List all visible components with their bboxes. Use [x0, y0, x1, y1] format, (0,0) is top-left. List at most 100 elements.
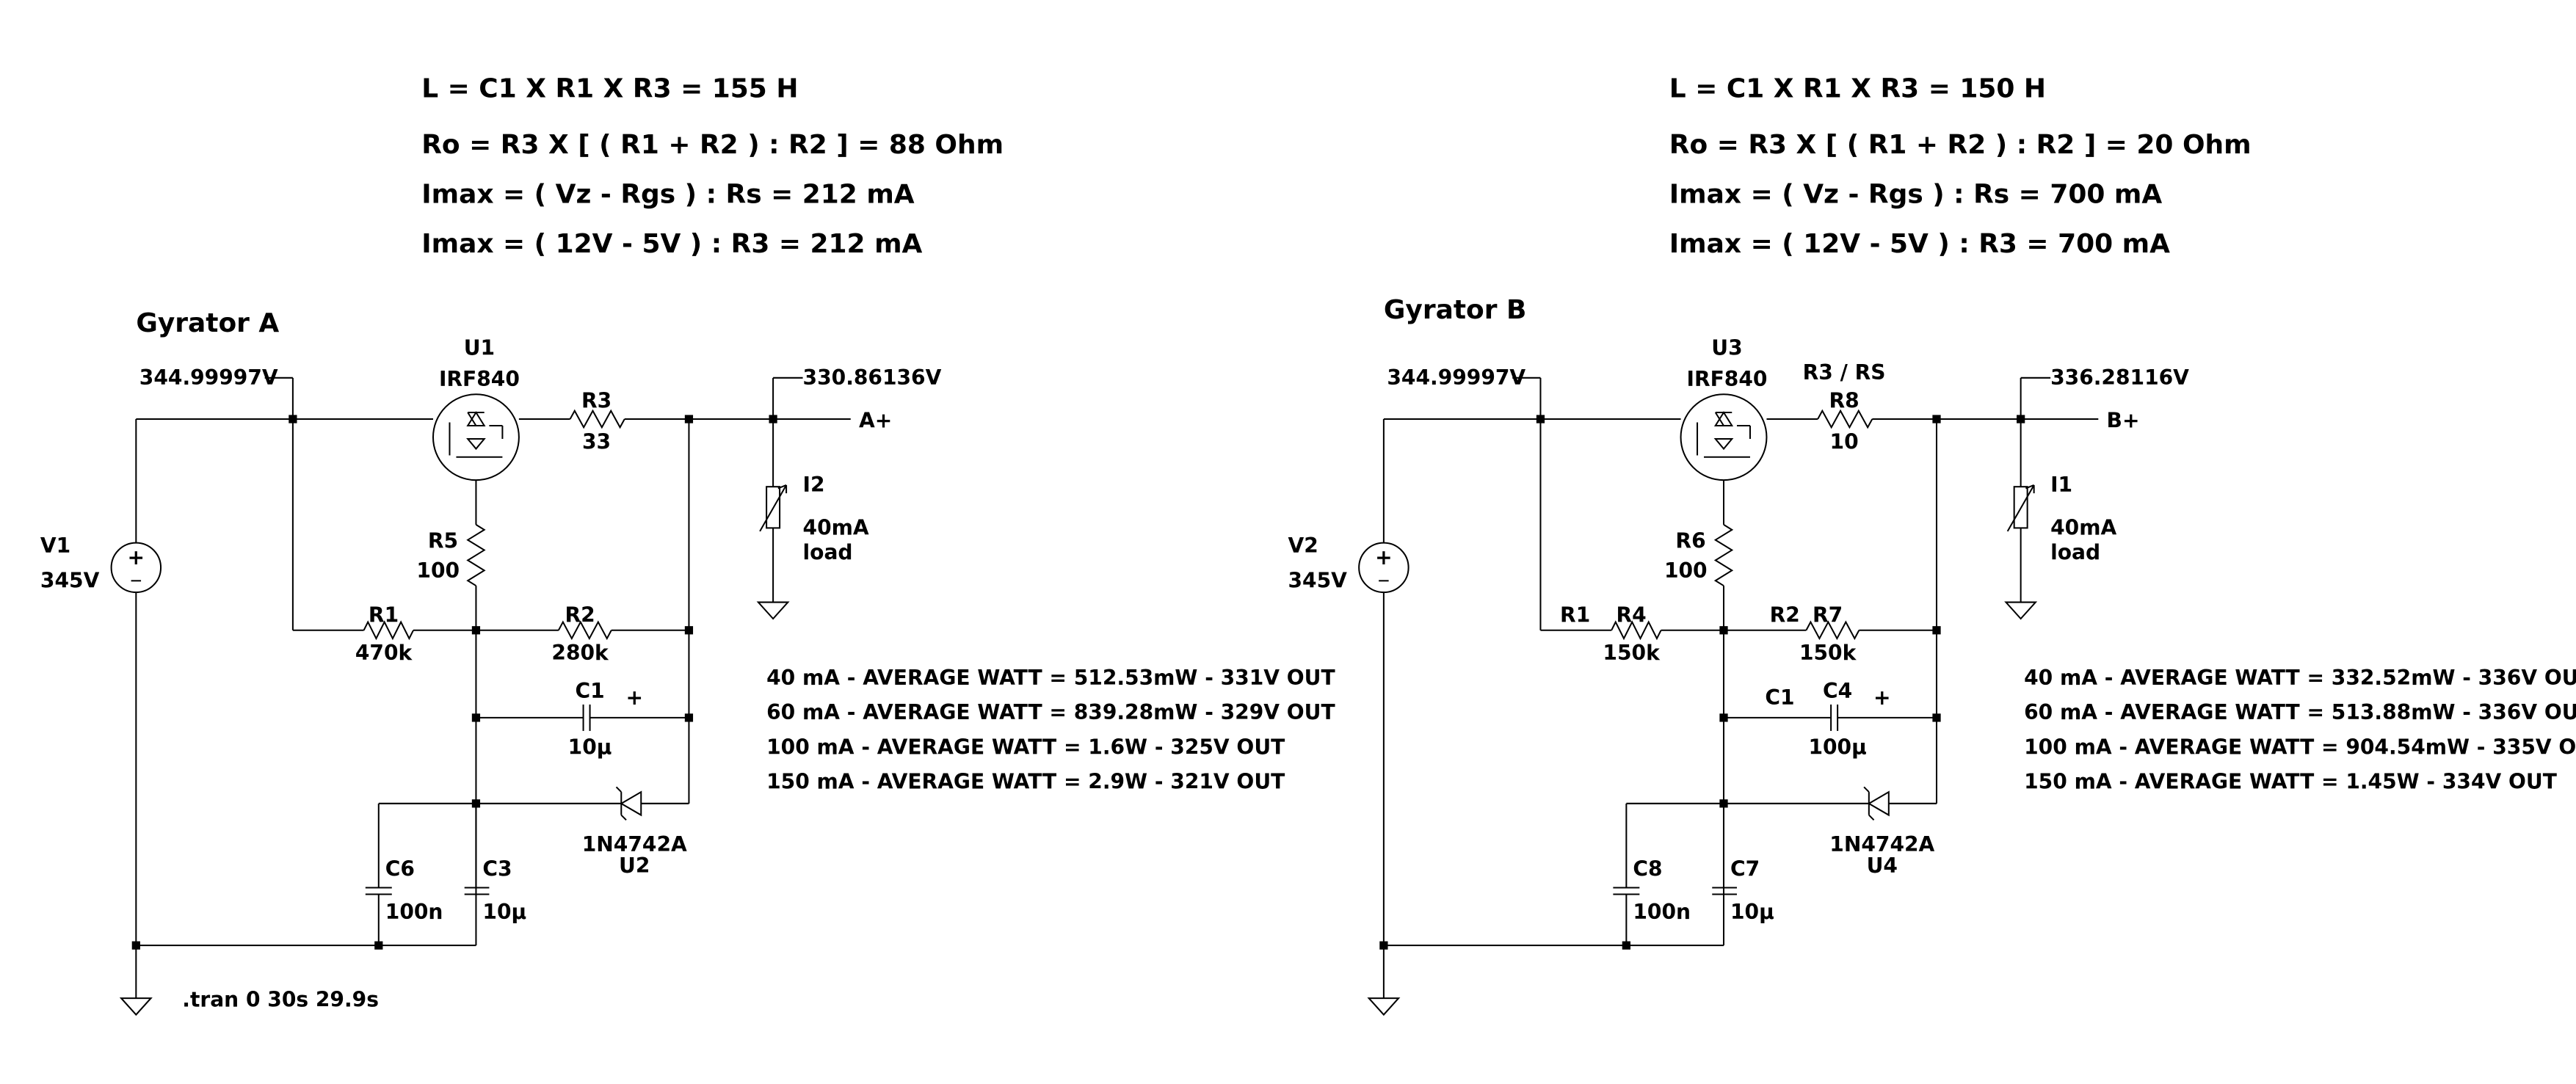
result-line: 100 mA - AVERAGE WATT = 904.54mW - 335V … [2024, 735, 2576, 759]
junction-node [471, 713, 481, 722]
ca-value: 100n [1633, 900, 1691, 924]
load-name: I2 [803, 473, 825, 497]
plus-sign: + [128, 545, 145, 570]
mosfet-body [432, 393, 520, 481]
circuit-title: Gyrator B [1384, 295, 1526, 325]
c-alias: C1 [1765, 685, 1794, 710]
junction-node [1719, 713, 1728, 722]
node-voltage-in: 344.99997V [139, 365, 278, 390]
r2-value: 150k [1799, 641, 1857, 665]
junction-node [684, 713, 694, 722]
ground-icon [756, 601, 790, 620]
cb-value: 10µ [482, 900, 526, 924]
junction-node [289, 415, 297, 423]
formula-line: Imax = ( Vz - Rgs ) : Rs = 212 mA [421, 180, 915, 210]
voltage-source-icon: + [1358, 542, 1409, 594]
result-line: 60 mA - AVERAGE WATT = 513.88mW - 336V O… [2024, 700, 2576, 724]
gyrator-a: L = C1 X R1 X R3 = 155 HRo = R3 X [ ( R1… [40, 74, 1336, 1016]
rs-value: 33 [582, 429, 611, 454]
rg-value: 100 [416, 559, 460, 583]
ground-icon [119, 997, 153, 1016]
formula-line: Ro = R3 X [ ( R1 + R2 ) : R2 ] = 20 Ohm [1669, 130, 2252, 160]
formula-line: Imax = ( 12V - 5V ) : R3 = 212 mA [421, 229, 922, 259]
cb-value: 10µ [1730, 900, 1774, 924]
rs-name: R8 [1829, 388, 1860, 412]
zener-diode-icon [615, 786, 642, 821]
resistor-rs [1817, 409, 1873, 429]
c-name: C1 [575, 679, 604, 703]
junction-node [1932, 713, 1941, 722]
c-polarity: + [1873, 685, 1891, 710]
r1-name: R1 [369, 603, 399, 628]
output-net-label: B+ [2107, 408, 2140, 432]
body-diode [1713, 411, 1734, 427]
load-body [766, 486, 781, 529]
load-arrow [759, 484, 788, 532]
source-name: V1 [40, 534, 70, 558]
junction-node [1932, 626, 1941, 635]
c-name: C4 [1823, 679, 1852, 703]
r2-name: R7 [1813, 603, 1843, 628]
result-line: 150 mA - AVERAGE WATT = 2.9W - 321V OUT [766, 770, 1285, 794]
r1-value: 150k [1603, 641, 1661, 665]
rs-alias: R3 / RS [1803, 360, 1886, 385]
node-voltage-out: 330.86136V [803, 365, 942, 390]
node-voltage-in: 344.99997V [1387, 365, 1525, 390]
result-line: 150 mA - AVERAGE WATT = 1.45W - 334V OUT [2024, 770, 2558, 794]
resistor-r1 [1611, 620, 1662, 641]
mosfet-name: U1 [464, 335, 495, 360]
r1-value: 470k [355, 641, 413, 665]
resistor-rg [1713, 524, 1734, 586]
junction-node [684, 626, 694, 635]
cb-name: C3 [482, 857, 512, 881]
load-name: I1 [2050, 473, 2072, 497]
c-value: 100µ [1808, 735, 1866, 759]
junction-node [1719, 626, 1728, 635]
source-value: 345V [40, 568, 100, 592]
ca-name: C6 [385, 857, 415, 881]
r1-alias: R1 [1560, 603, 1590, 628]
current-load-icon [2006, 484, 2035, 532]
junction-node [1536, 415, 1545, 423]
rg-name: R6 [1675, 528, 1705, 553]
ca-value: 100n [385, 900, 443, 924]
body-diode [466, 411, 486, 427]
r2-alias: R2 [1770, 603, 1800, 628]
load-desc: load [2050, 540, 2100, 564]
ground-icon [1367, 997, 1401, 1016]
circuit-title: Gyrator A [136, 308, 279, 338]
resistor-r1 [363, 620, 414, 641]
ca-name: C8 [1633, 857, 1662, 881]
source-body [1358, 542, 1409, 594]
mosfet-model: IRF840 [1687, 367, 1768, 391]
spice-directive: .tran 0 30s 29.9s [182, 987, 379, 1011]
plus-sign: + [1375, 545, 1393, 570]
mosfet-name: U3 [1711, 335, 1742, 360]
result-line: 40 mA - AVERAGE WATT = 512.53mW - 331V O… [766, 666, 1335, 690]
zener-name: U2 [619, 854, 650, 878]
source-value: 345V [1288, 568, 1348, 592]
rs-name: R3 [581, 388, 612, 412]
result-line: 100 mA - AVERAGE WATT = 1.6W - 325V OUT [766, 735, 1285, 759]
r2-name: R2 [565, 603, 595, 628]
load-value: 40mA [803, 515, 869, 539]
junction-node [1622, 941, 1630, 950]
junction-node [684, 415, 694, 423]
rg-name: R5 [428, 528, 458, 553]
formula-line: Ro = R3 X [ ( R1 + R2 ) : R2 ] = 88 Ohm [421, 130, 1004, 160]
c-polarity: + [625, 685, 643, 710]
mosfet-body [1680, 393, 1768, 481]
formula-line: Imax = ( Vz - Rgs ) : Rs = 700 mA [1669, 180, 2163, 210]
formula-line: L = C1 X R1 X R3 = 150 H [1669, 74, 2046, 104]
mosfet-model: IRF840 [439, 367, 520, 391]
formula-line: Imax = ( 12V - 5V ) : R3 = 700 mA [1669, 229, 2170, 259]
load-body [2013, 486, 2028, 529]
mosfet-icon [432, 393, 520, 481]
gyrator-b: L = C1 X R1 X R3 = 150 H Ro = R3 X [ ( R1… [1288, 74, 2576, 1016]
ground-icon [2004, 601, 2038, 620]
source-name: V2 [1288, 534, 1318, 558]
junction-node [471, 626, 481, 635]
arrow [466, 437, 486, 451]
result-line: 40 mA - AVERAGE WATT = 332.52mW - 336V O… [2024, 666, 2576, 690]
rs-value: 10 [1830, 429, 1859, 454]
